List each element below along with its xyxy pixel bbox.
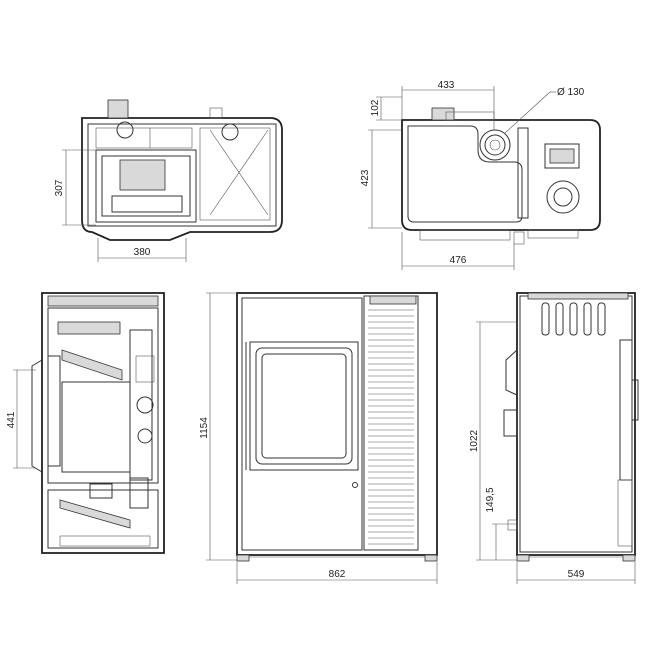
- vertical-section-view: [31, 292, 165, 554]
- top-section-view: [81, 99, 283, 241]
- dim-side-inlet-height: 149,5: [485, 487, 517, 560]
- label-862: 862: [329, 569, 346, 580]
- dim-top-section-depth: 307: [54, 149, 96, 226]
- dim-top-section-width: 380: [97, 238, 187, 262]
- label-423: 423: [360, 169, 371, 186]
- dim-top-view-width: 433: [401, 80, 495, 130]
- label-102: 102: [370, 99, 381, 116]
- side-vents: [541, 302, 606, 336]
- label-1154: 1154: [199, 417, 210, 439]
- label-441: 441: [6, 411, 17, 428]
- side-grille: [368, 309, 414, 545]
- dim-front-width: 862: [236, 562, 438, 584]
- label-433: 433: [438, 80, 455, 91]
- dim-side-width: 549: [516, 562, 636, 584]
- dim-side-height: 1022: [469, 321, 517, 561]
- dim-top-view-depth: 423: [360, 129, 402, 229]
- dim-flue-diameter: Ø 130: [504, 87, 585, 134]
- label-549: 549: [568, 569, 585, 580]
- label-380: 380: [134, 247, 151, 258]
- dim-top-view-total-width: 476: [401, 232, 515, 270]
- front-view: [236, 292, 438, 562]
- label-149-5: 149,5: [485, 487, 496, 512]
- label-diameter-130: Ø 130: [557, 87, 585, 98]
- dim-top-view-offset: 102: [370, 96, 402, 121]
- label-307: 307: [54, 179, 65, 196]
- dim-front-height: 1154: [199, 292, 237, 561]
- label-476: 476: [450, 255, 467, 266]
- top-view: [401, 107, 601, 245]
- label-1022: 1022: [469, 429, 480, 452]
- dim-section-height: 441: [6, 369, 36, 469]
- side-view: [503, 292, 639, 562]
